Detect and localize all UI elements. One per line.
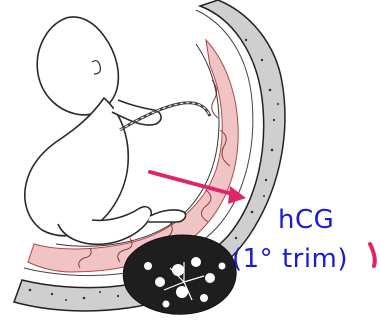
hormone-label: hCG [278, 205, 334, 235]
fetus-body [25, 98, 128, 236]
trimester-label: (1° trim) [232, 244, 348, 274]
placenta-disc [123, 235, 236, 314]
fetus [25, 17, 186, 244]
fetus-foot [148, 210, 186, 222]
arrow-secondary [370, 244, 375, 266]
